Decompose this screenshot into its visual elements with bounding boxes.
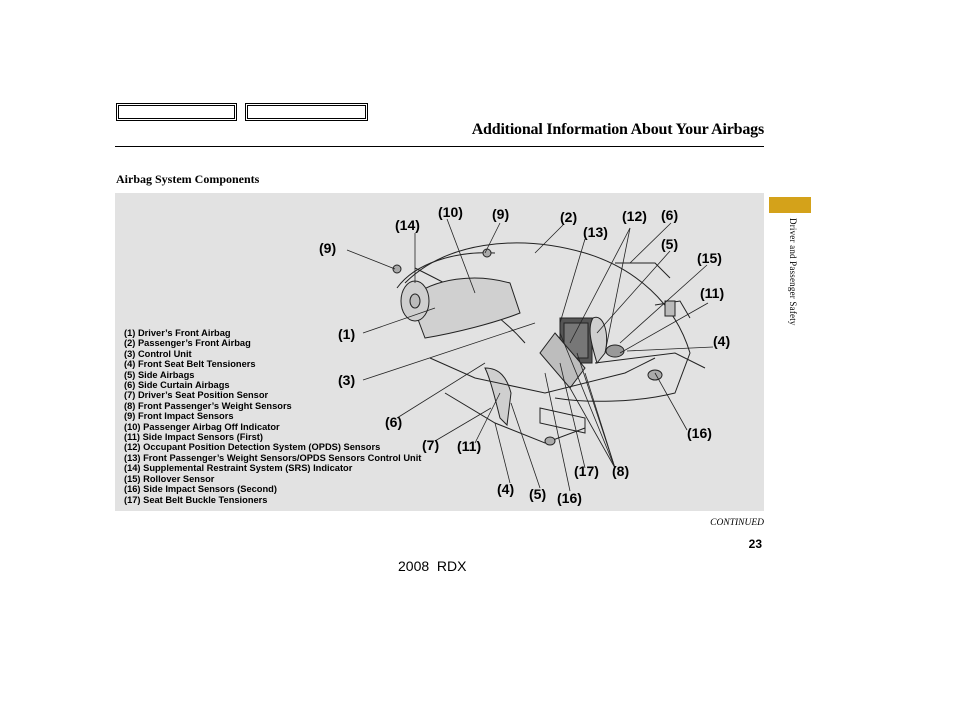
callout-5-bottom: (5): [529, 486, 547, 502]
nav-box-right[interactable]: [245, 103, 368, 121]
callout-15: (15): [697, 250, 722, 266]
legend-item: (17) Seat Belt Buckle Tensioners: [124, 494, 268, 505]
callout-17: (17): [574, 463, 599, 479]
header-divider: [115, 146, 764, 147]
airbag-diagram-panel: [115, 193, 764, 511]
callout-14: (14): [395, 217, 420, 233]
chapter-tab[interactable]: [769, 197, 811, 213]
legend-item: (10) Passenger Airbag Off Indicator: [124, 421, 280, 432]
callout-6-left: (6): [385, 414, 403, 430]
callout-5-top: (5): [661, 236, 679, 252]
component-legend: (1) Driver’s Front Airbag (2) Passenger’…: [124, 328, 421, 505]
legend-item: (12) Occupant Position Detection System …: [124, 442, 381, 453]
callout-1: (1): [338, 326, 356, 342]
callout-4-right: (4): [713, 333, 731, 349]
legend-item: (2) Passenger’s Front Airbag: [124, 338, 251, 349]
legend-item: (9) Front Impact Sensors: [124, 411, 234, 422]
footer-model: 2008 RDX: [398, 558, 467, 574]
callout-16-bottom: (16): [557, 490, 582, 506]
legend-item: (3) Control Unit: [124, 348, 192, 359]
legend-item: (7) Driver’s Seat Position Sensor: [124, 390, 269, 401]
page-title: Additional Information About Your Airbag…: [471, 121, 765, 138]
legend-item: (13) Front Passenger’s Weight Sensors/OP…: [124, 452, 422, 463]
legend-item: (6) Side Curtain Airbags: [124, 380, 230, 391]
callout-3: (3): [338, 372, 356, 388]
legend-item: (11) Side Impact Sensors (First): [124, 432, 263, 443]
callout-16-right: (16): [687, 425, 712, 441]
page-number: 23: [748, 537, 762, 551]
continued-note: CONTINUED: [710, 518, 764, 528]
legend-item: (16) Side Impact Sensors (Second): [124, 484, 277, 495]
callout-9-left: (9): [319, 240, 337, 256]
callout-12: (12): [622, 208, 647, 224]
legend-item: (5) Side Airbags: [124, 369, 195, 380]
chapter-label: Driver and Passenger Safety: [788, 218, 798, 326]
callout-11-bottom: (11): [457, 438, 482, 454]
callout-2: (2): [560, 209, 578, 225]
vehicle-cutaway-illustration: [346, 218, 714, 492]
legend-item: (1) Driver’s Front Airbag: [124, 328, 231, 338]
legend-item: (4) Front Seat Belt Tensioners: [124, 359, 256, 370]
callout-6-top: (6): [661, 207, 679, 223]
callout-7: (7): [422, 437, 440, 453]
callout-10: (10): [438, 204, 463, 220]
legend-item: (8) Front Passenger’s Weight Sensors: [124, 400, 292, 411]
legend-item: (15) Rollover Sensor: [124, 473, 215, 484]
callout-11-right: (11): [700, 285, 725, 301]
section-heading: Airbag System Components: [116, 172, 260, 186]
callout-13: (13): [583, 224, 608, 240]
nav-box-left[interactable]: [116, 103, 237, 121]
legend-item: (14) Supplemental Restraint System (SRS)…: [124, 463, 353, 474]
callout-8: (8): [612, 463, 630, 479]
callout-9-top: (9): [492, 206, 510, 222]
callout-4-bottom: (4): [497, 481, 515, 497]
